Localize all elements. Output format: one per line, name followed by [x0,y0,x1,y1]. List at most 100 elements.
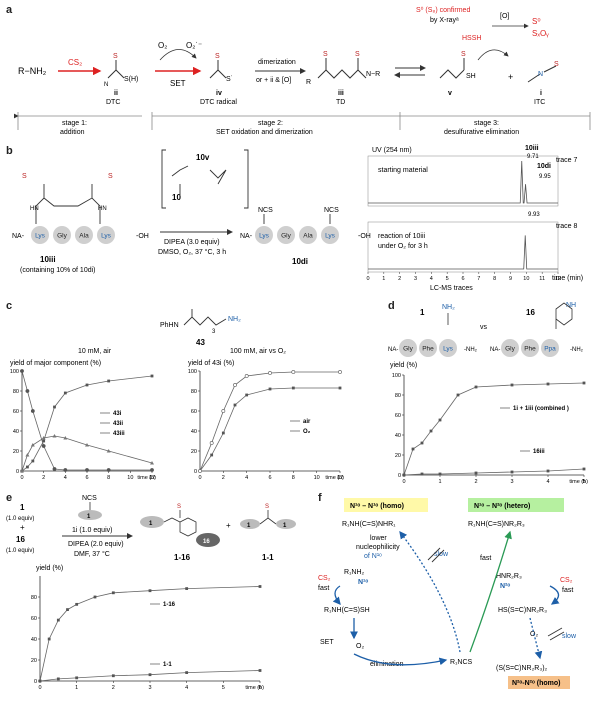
iii-num: iii [338,90,344,97]
iv-name: DTC radical [200,99,237,106]
x-tick-label: 1 [75,685,78,691]
data-point [30,443,35,447]
lc-tick-label: 12 [555,276,561,282]
data-point [185,587,189,590]
e-p2-bonds [259,510,277,525]
c-right-ylabel: yield of 43i (%) [188,360,234,367]
panel-letter-c: c [6,300,13,312]
data-point [53,405,56,409]
ii-num: ii [114,90,118,97]
y-tick-label: 0 [398,473,401,479]
e-r1eq: (1.0 equiv) [6,516,34,522]
c-left-ylabel: yield of major component (%) [10,360,101,367]
label-10: 10 [172,193,181,202]
trace-line [368,160,558,204]
plus-label: + [508,72,513,82]
start-label: starting material [378,167,428,174]
series-line [403,468,585,476]
c-compound-bonds [183,309,227,326]
data-point [63,468,68,472]
data-point [56,618,60,622]
intermediate-bonds [171,165,227,196]
y-tick-label: 40 [395,433,401,439]
peak-rt-1: 9.71 [527,154,539,160]
b-cond2: DMSO, O₂, 37 °C, 3 h [158,248,226,256]
x-tick-label: 0 [38,685,41,691]
pep-right-ncs1: NCS [258,207,273,214]
b-left-residue-label: Lys [35,233,46,240]
y-tick-label: 80 [13,389,19,395]
x-unit-label: time (h) [245,685,264,691]
c-left-title: 10 mM, air [78,348,112,355]
peak-rt-3: 9.93 [528,212,540,218]
data-point [30,409,35,413]
e-r16eq: (1.0 equiv) [6,548,34,554]
d1-residue-circle [419,339,437,357]
f-hetero: N¹ᵒ – N²ᵒ (hetero) [474,503,530,510]
pep-right-oh: -OH [358,233,371,240]
data-point [66,608,69,611]
data-point [85,443,89,447]
data-point [63,436,68,440]
trace-frame [367,155,559,207]
lc-xunit: time (min) [552,275,583,282]
intermediate-bracket [161,149,249,209]
data-point [150,461,154,465]
panel-letter-d: d [388,300,395,312]
data-point [26,465,29,469]
data-point [258,669,262,672]
data-point [93,595,97,599]
f-homo2-box [508,676,570,689]
e-p2-blob1-label: 1 [247,523,251,529]
data-point [268,371,272,375]
stage3-a: stage 3: [474,120,499,127]
legend-label: air [303,419,311,425]
trace8-label: trace 8 [556,223,578,230]
x-tick-label: 12 [337,475,343,481]
legend-label: 1i + 1iii (combined ) [513,406,569,412]
b-right-residue-circle [321,226,339,244]
lc-tick-label: 10 [523,276,529,282]
data-point [420,472,424,476]
data-point [546,382,550,386]
data-point [107,379,111,383]
f-homo: N¹ᵒ – N¹ᵒ (homo) [350,503,404,510]
e-reagent-blob [78,510,102,520]
contain-label: (containing 10% of 10di) [20,267,96,274]
react1-label: reaction of 10iii [378,233,426,240]
x-tick-label: 10 [127,475,133,481]
peak-label-10iii: 10iii [525,145,539,152]
stage3-b: desulfurative elimination [444,129,519,136]
data-point [198,469,202,473]
data-point [474,471,478,475]
y-tick-label: 20 [395,453,401,459]
y-tick-label: 20 [191,449,197,455]
dtc-nh: N [104,82,108,88]
b-right-residue-label: Lys [259,233,270,240]
d16-residue-circle [501,339,519,357]
v-num: v [448,90,452,97]
data-point [20,369,24,373]
b-left-residue-circle [97,226,115,244]
iv-s-atom: S [215,53,220,60]
y-tick-label: 60 [191,409,197,415]
data-point [148,673,152,677]
x-tick-label: 8 [292,475,295,481]
stage2-a: stage 2: [258,120,283,127]
e-plus: + [20,523,25,532]
iv-s-radical: S˙ [226,75,233,83]
y-tick-label: 40 [13,429,19,435]
e-r1: 1 [20,503,25,512]
f-r1nh2: R₁NH₂ [344,569,365,576]
f-slow2: slow [562,633,577,640]
c-nh2: NH₂ [228,316,241,323]
lc-tick-label: 11 [539,276,545,282]
stage1-b: addition [60,129,85,136]
trace-line [368,235,558,270]
d16-residue-label: Ppa [544,346,556,353]
data-point [150,374,154,378]
e-p2-blob2-label: 1 [283,523,287,529]
y-tick-label: 0 [194,469,197,475]
b-left-residue-label: Gly [57,233,68,240]
